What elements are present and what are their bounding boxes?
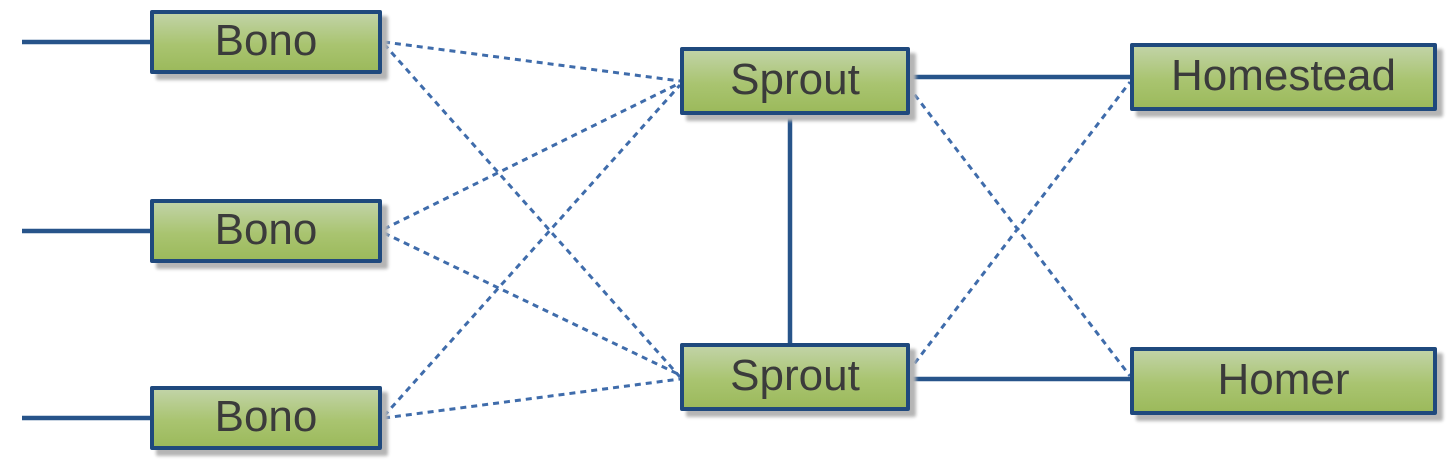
edge-bono-2-to-sprout-2: [383, 231, 681, 377]
node-bono-3: Bono: [150, 386, 382, 450]
edge-sprout-2-to-homestead: [906, 81, 1132, 373]
edge-bono-3-to-sprout-2: [383, 377, 681, 420]
node-label-homer: Homer: [1217, 354, 1350, 404]
node-sprout-1: Sprout: [680, 47, 910, 115]
node-homestead: Homestead: [1130, 43, 1437, 111]
edge-bono-2-to-sprout-1: [383, 81, 681, 231]
edge-bono-1-to-sprout-1: [383, 40, 681, 83]
node-label-bono-3: Bono: [214, 391, 318, 441]
node-label-bono-2: Bono: [214, 204, 318, 254]
node-sprout-2: Sprout: [680, 343, 910, 411]
edge-bono-1-to-sprout-2: [382, 43, 682, 378]
node-bono-2: Bono: [150, 199, 382, 263]
node-label-bono-1: Bono: [214, 15, 318, 65]
node-label-homestead: Homestead: [1170, 50, 1396, 100]
node-bono-1: Bono: [150, 10, 382, 74]
edge-bono-3-to-sprout-1: [382, 84, 682, 417]
edge-sprout-1-to-homer: [906, 85, 1132, 377]
node-homer: Homer: [1130, 347, 1437, 415]
node-label-sprout-1: Sprout: [730, 54, 860, 104]
node-label-sprout-2: Sprout: [730, 350, 860, 400]
